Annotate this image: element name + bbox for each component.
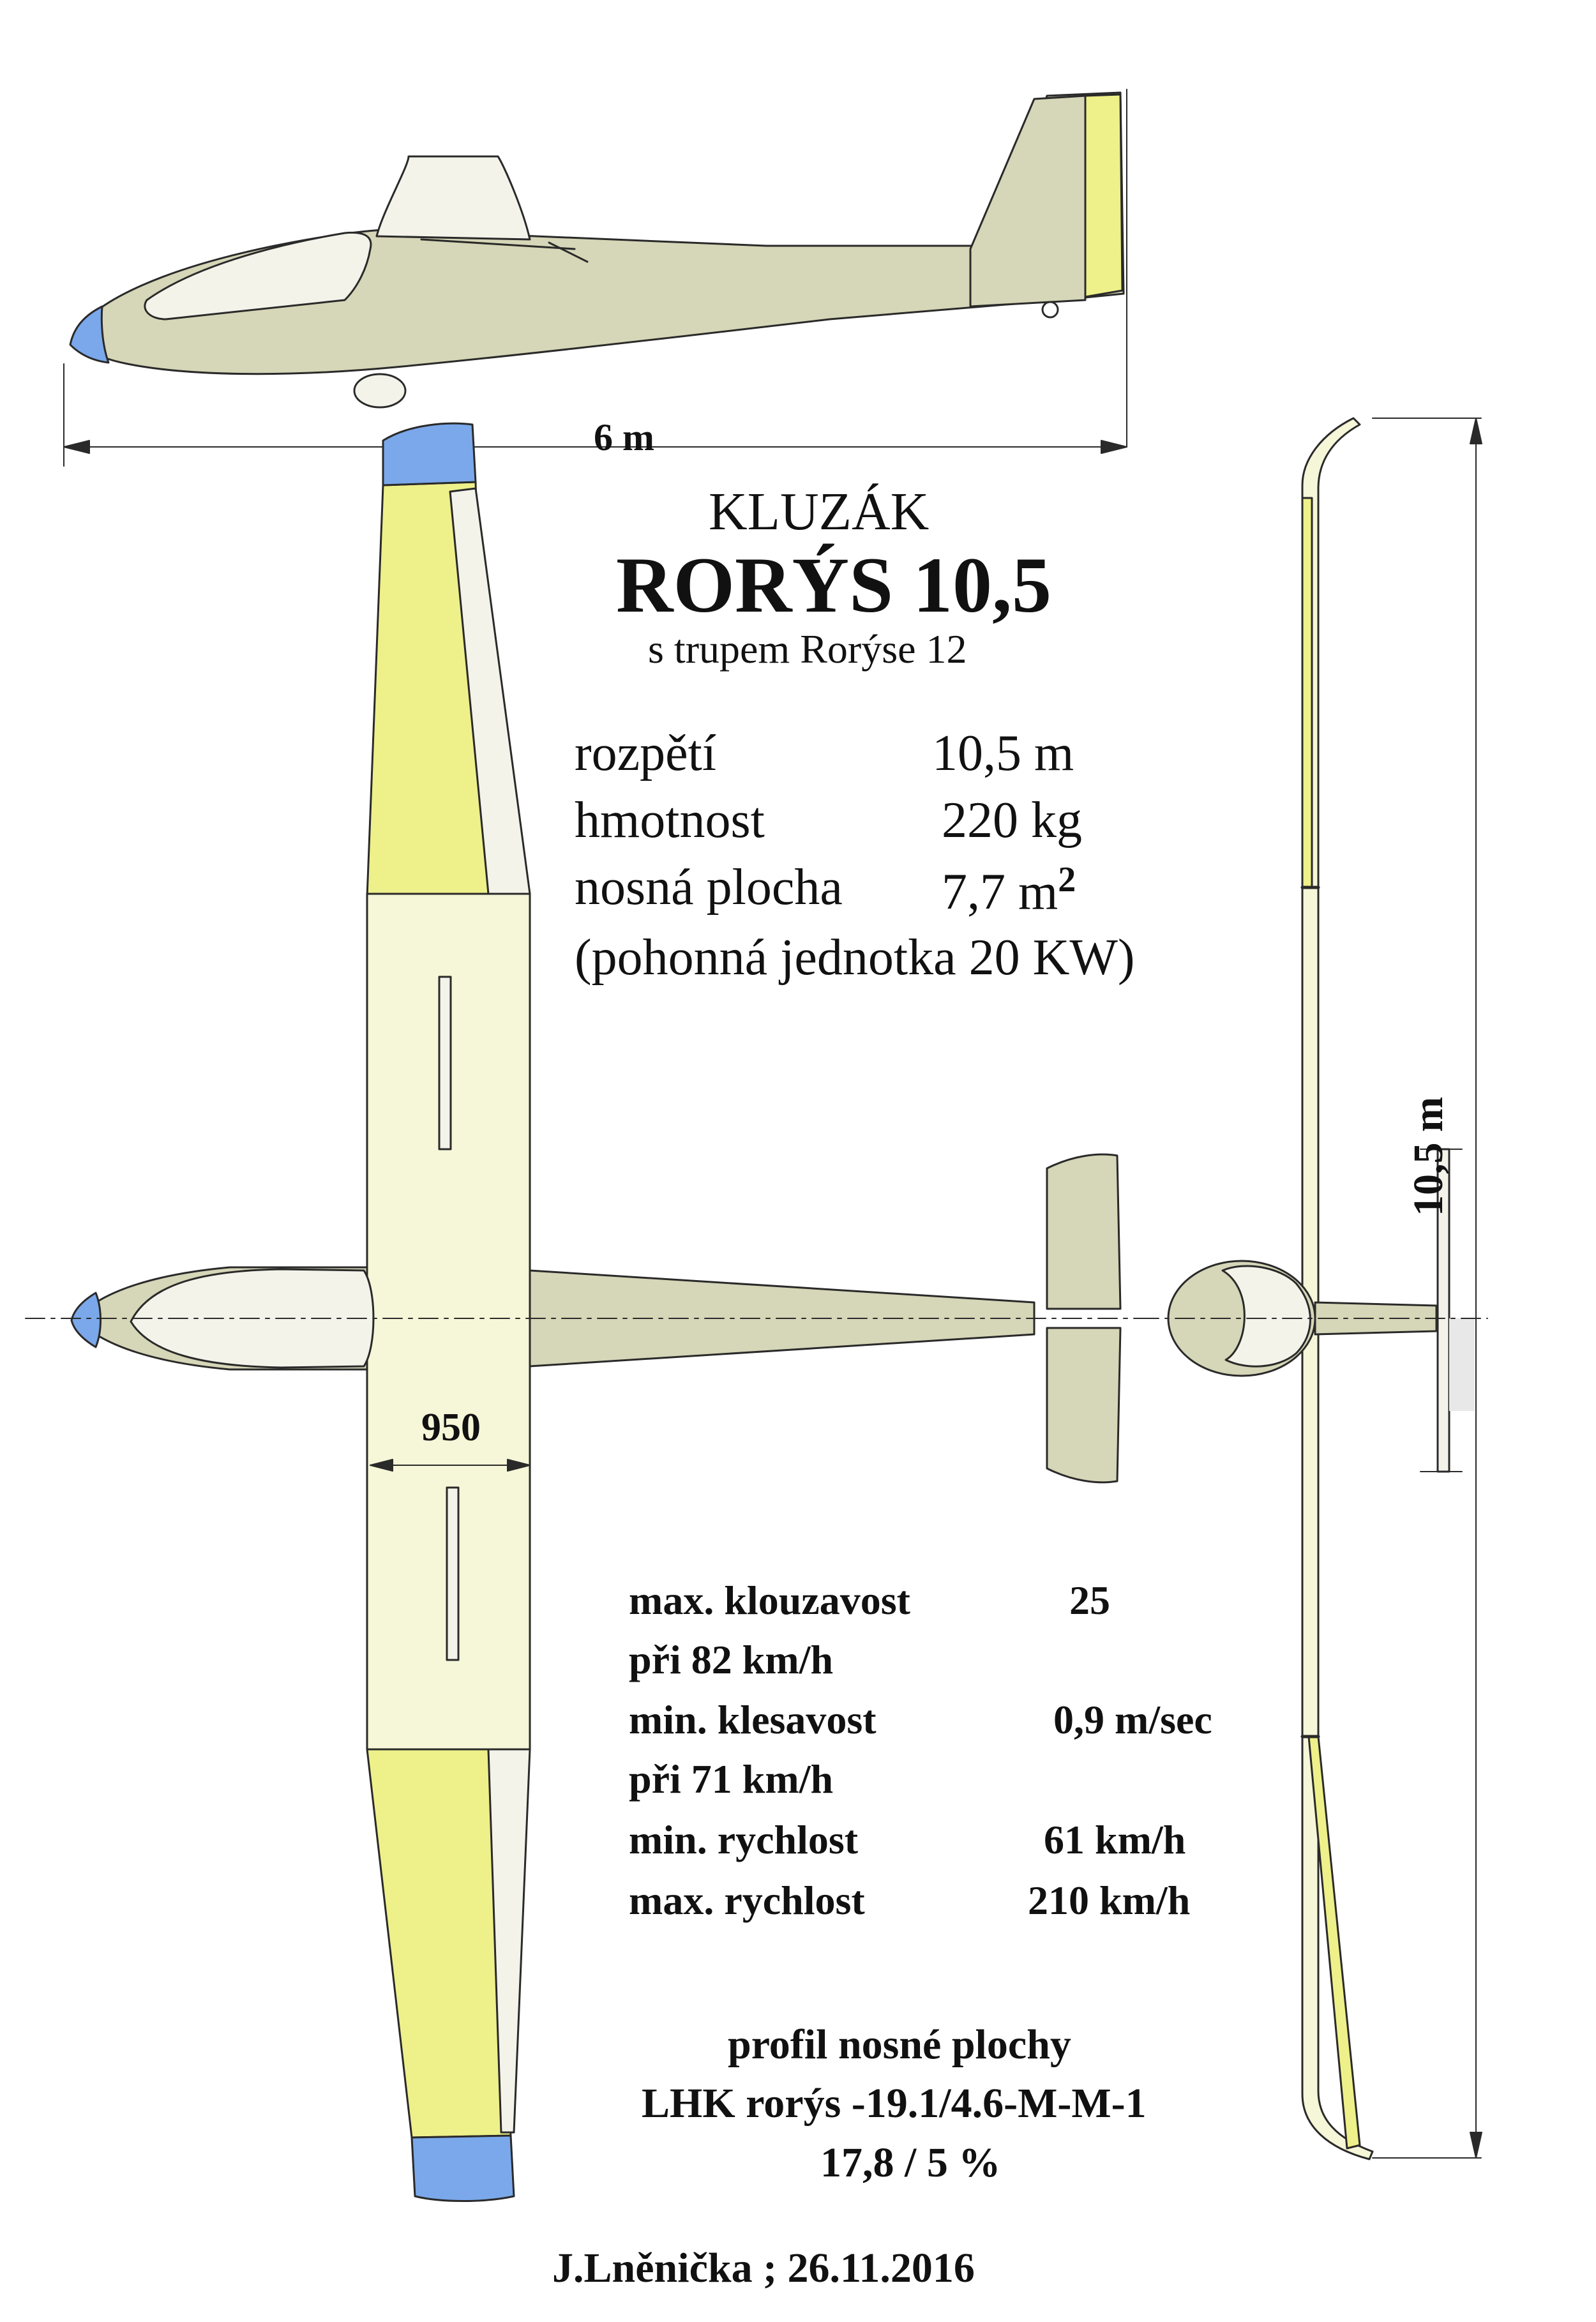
side-fuselage xyxy=(75,91,1125,375)
perf-value-glide: 25 xyxy=(1069,1578,1110,1623)
top-view xyxy=(25,422,1140,2202)
top-spoiler-upper xyxy=(438,976,452,1150)
spec-value-area-sup: 2 xyxy=(1058,860,1076,900)
side-fin xyxy=(969,94,1087,308)
spec-label-mass: hmotnost xyxy=(575,792,765,848)
side-rudder xyxy=(1084,93,1124,298)
length-dimension xyxy=(63,89,1127,467)
front-wing-upper-yellow xyxy=(1301,497,1313,889)
perf-label-sink-speed: při 71 km/h xyxy=(629,1756,834,1802)
front-canopy xyxy=(1221,1265,1311,1368)
span-dimension xyxy=(1372,418,1482,2159)
signature: J.Lněnička ; 26.11.2016 xyxy=(552,2245,975,2291)
top-nose xyxy=(70,1292,102,1348)
perf-label-glide-speed: při 82 km/h xyxy=(629,1637,834,1682)
perf-label-max-speed: max. rychlost xyxy=(629,1878,865,1923)
profile-title: profil nosné plochy xyxy=(728,2021,1071,2068)
side-wheel xyxy=(353,373,407,409)
front-view xyxy=(1139,417,1488,2160)
front-rudder-shadow xyxy=(1449,1318,1475,1411)
side-nose xyxy=(69,305,110,364)
aircraft-subtitle: s trupem Rorýse 12 xyxy=(648,626,967,672)
spec-value-area: 7,7 m2 xyxy=(942,862,1076,918)
perf-label-sink: min. klesavost xyxy=(629,1697,877,1742)
top-stabilizer-lower xyxy=(1046,1327,1122,1484)
front-tailboom xyxy=(1314,1301,1438,1336)
span-label: 10,5 m xyxy=(1405,1097,1452,1216)
perf-label-glide: max. klouzavost xyxy=(629,1578,910,1623)
spec-value-span: 10,5 m xyxy=(932,725,1074,781)
spec-label-area: nosná plocha xyxy=(575,859,843,916)
side-wing-root xyxy=(375,155,531,241)
top-wing-lower-outer xyxy=(366,1748,512,2139)
spec-label-span: rozpětí xyxy=(575,725,717,781)
profile-ratio: 17,8 / 5 % xyxy=(820,2139,1001,2186)
perf-value-max-speed: 210 km/h xyxy=(1028,1878,1191,1923)
aircraft-kind: KLUZÁK xyxy=(709,482,930,541)
top-spoiler-lower xyxy=(446,1486,460,1661)
top-wing-upper-tip xyxy=(382,422,477,486)
spec-value-area-number: 7,7 m xyxy=(942,864,1058,921)
top-wing-lower-tip xyxy=(410,2134,515,2202)
side-view xyxy=(69,91,1125,409)
perf-value-min-speed: 61 km/h xyxy=(1044,1817,1186,1862)
side-canopy xyxy=(144,231,372,320)
chord-label: 950 xyxy=(421,1406,481,1449)
front-wing-upper xyxy=(1301,417,1361,1310)
perf-value-sink: 0,9 m/sec xyxy=(1053,1697,1212,1742)
aircraft-name: RORÝS 10,5 xyxy=(616,541,1052,629)
spec-value-mass: 220 kg xyxy=(942,792,1082,848)
top-aileron-lower xyxy=(487,1748,531,2134)
engine-note: (pohonná jednotka 20 KW) xyxy=(575,930,1135,986)
perf-label-min-speed: min. rychlost xyxy=(629,1817,859,1862)
profile-name: LHK rorýs -19.1/4.6-M-M-1 xyxy=(642,2080,1147,2127)
length-label: 6 m xyxy=(594,416,654,458)
top-stabilizer xyxy=(1046,1153,1122,1310)
chord-dimension xyxy=(370,1459,531,1472)
